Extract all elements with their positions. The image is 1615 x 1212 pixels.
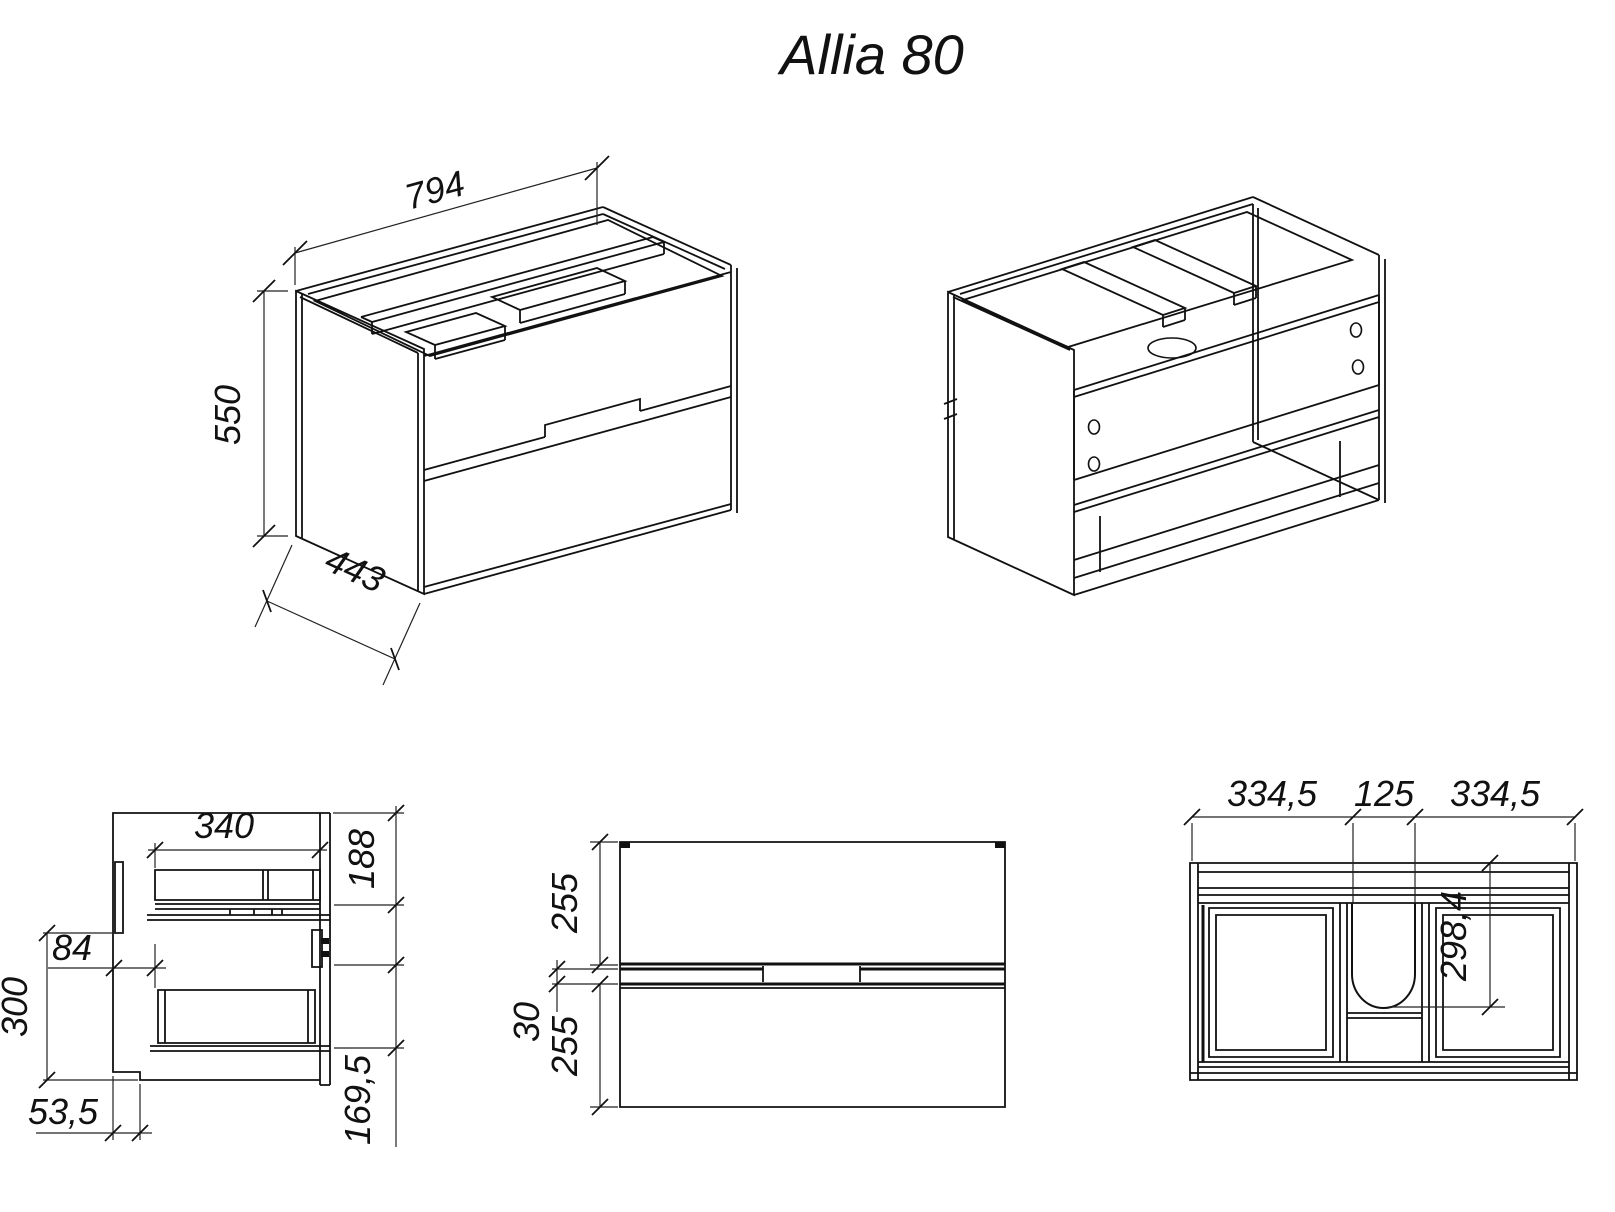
front-view: 255 30 255 [506,833,1006,1116]
side-panel-outline [112,812,331,1086]
iso-front-dim-lines [254,162,598,686]
iso-front-view: 794 550 443 [207,155,738,686]
iso-back-view [943,196,1386,597]
plan-dividers-and-boxes [1208,903,1561,1062]
iso-back-rails-and-bottom [1073,294,1380,579]
dim-label-gap-30: 30 [506,1002,547,1042]
dim-label-width-794: 794 [400,162,469,217]
dim-label-depth-443: 443 [319,539,391,601]
iso-front-drawer-gap-lines [423,385,732,482]
screw-hole-3 [1349,322,1363,338]
iso-back-dividers [1059,239,1259,328]
dim-label-298-4: 298,4 [1433,891,1474,982]
siphon-cutout-hole [1147,337,1197,359]
dim-label-upper-255: 255 [544,872,585,934]
front-handle-recess [620,966,1005,989]
dim-label-53-5: 53,5 [28,1091,99,1132]
front-drawer-gap-heavy-lines [620,962,1005,986]
dim-label-84: 84 [52,927,92,968]
plan-outline [1189,862,1578,1081]
dim-label-lower-255: 255 [544,1015,585,1077]
dim-label-169-5: 169,5 [337,1054,378,1145]
front-outline [619,841,1006,1108]
iso-front-dim-ticks [252,155,610,671]
handle-recess-mark-upper [321,938,329,944]
dim-label-center-125: 125 [1354,773,1415,814]
drawing-title: Allia 80 [777,23,964,86]
front-corner-mark-right [995,842,1005,848]
iso-front-carcass-lines [295,206,738,596]
side-section-view: 340 188 84 300 53,5 169,5 [0,804,405,1147]
plan-dim-ticks [1183,808,1584,1016]
dim-label-right-334-5: 334,5 [1450,773,1541,814]
side-drawer-boxes [114,861,330,1052]
front-dim-lines [552,841,618,1108]
iso-front-interior-lines [360,236,665,360]
dim-label-188: 188 [341,829,382,889]
iso-back-carcass-lines [943,196,1386,597]
plan-siphon-u-cutout [1351,903,1416,1009]
handle-recess-mark-lower [321,951,329,957]
screw-hole-2 [1087,456,1101,472]
side-dim-lines [36,806,404,1147]
dim-label-300: 300 [0,977,35,1037]
dim-label-340: 340 [194,805,254,846]
dim-label-left-334-5: 334,5 [1227,773,1318,814]
plan-view: 334,5 125 334,5 298,4 [1183,773,1584,1081]
dim-label-height-550: 550 [207,385,248,445]
side-dim-ticks [38,804,405,1142]
screw-hole-4 [1351,359,1365,375]
screw-hole-1 [1087,419,1101,435]
front-dim-ticks [548,833,609,1116]
front-corner-mark-left [620,842,630,848]
plan-dim-lines [1191,816,1576,1008]
